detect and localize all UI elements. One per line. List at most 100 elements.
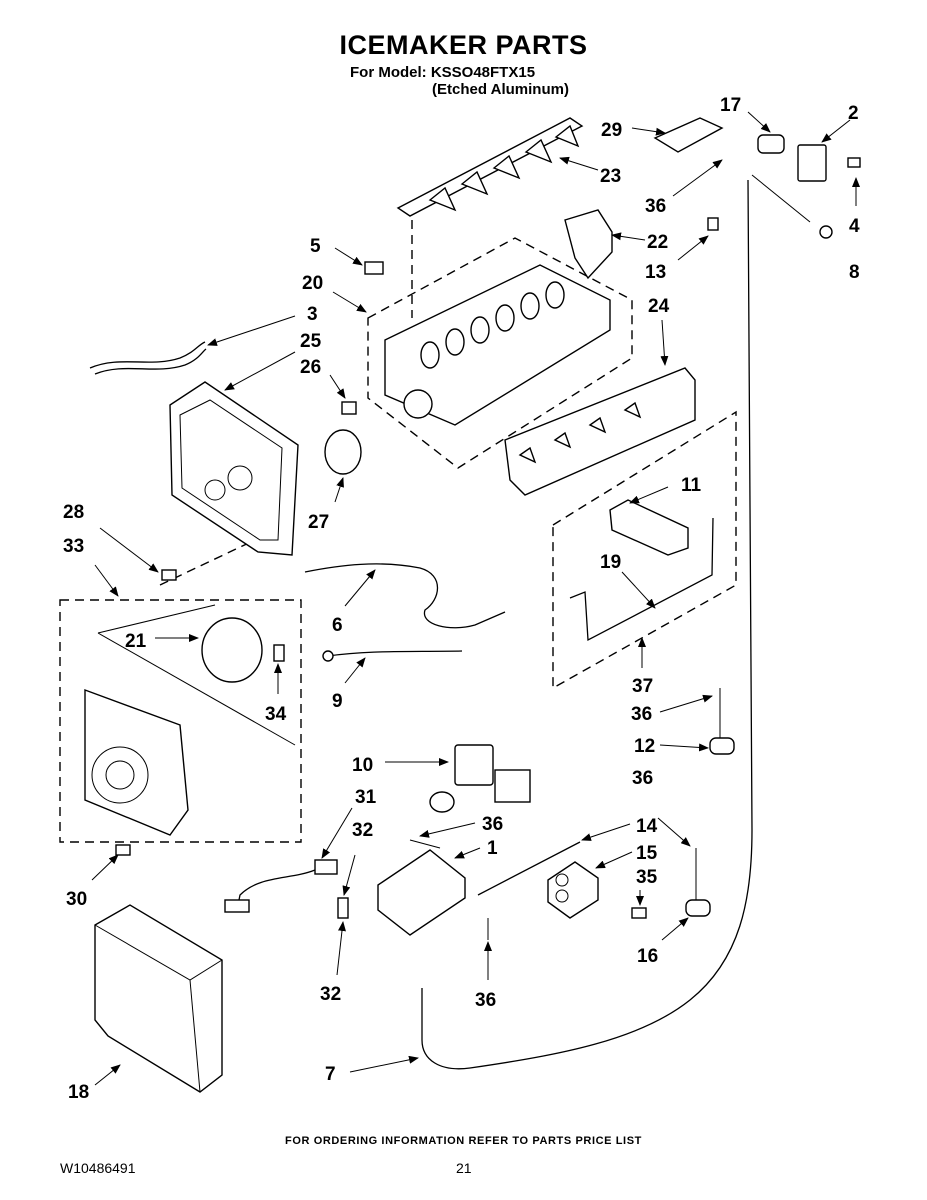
stripper-part-24 <box>504 367 696 496</box>
clamp-part-12 <box>709 737 735 755</box>
tube-part-9 <box>327 650 463 657</box>
callout-16: 16 <box>637 946 658 967</box>
callout-32: 32 <box>320 984 341 1005</box>
callout-8: 8 <box>849 262 860 283</box>
valve-part-10 <box>429 744 531 813</box>
switch-part-26 <box>341 401 357 415</box>
callout-26: 26 <box>300 357 321 378</box>
leader-14 <box>581 823 631 841</box>
cover-part-18 <box>94 904 223 1093</box>
assembly-box-20 <box>367 237 633 469</box>
leader-17 <box>747 111 771 133</box>
page-title: ICEMAKER PARTS <box>339 30 588 60</box>
callout-36: 36 <box>482 814 503 835</box>
leader-29 <box>631 127 666 136</box>
page-number: 21 <box>456 1160 472 1176</box>
callout-36: 36 <box>631 704 652 725</box>
leader-36a <box>672 159 723 197</box>
leader-3 <box>207 315 296 346</box>
leader-1 <box>454 847 481 859</box>
leader-26 <box>329 374 346 399</box>
document-number: W10486491 <box>60 1160 136 1176</box>
leader-18 <box>94 1064 121 1086</box>
motor-part-27 <box>324 429 362 475</box>
callout-5: 5 <box>310 236 321 257</box>
bracket-part-29 <box>653 117 724 153</box>
leader-36c <box>419 822 476 838</box>
thermostat-part-13 <box>707 217 719 231</box>
leader-28 <box>99 527 159 573</box>
leader-2 <box>821 119 851 143</box>
wire-harness-part-3 <box>89 341 206 369</box>
model-line: For Model: KSSO48FTX15 <box>350 64 536 81</box>
arm-part-19 <box>569 517 714 642</box>
leader-27 <box>334 477 344 503</box>
screw-part-4 <box>847 157 861 168</box>
leader-32b <box>336 921 346 976</box>
leader-11 <box>629 486 669 504</box>
callout-4: 4 <box>849 216 860 237</box>
callout-20: 20 <box>302 273 323 294</box>
ordering-note: FOR ORDERING INFORMATION REFER TO PARTS … <box>285 1135 642 1147</box>
callout-33: 33 <box>63 536 84 557</box>
leader-5 <box>334 247 363 266</box>
finish-line: (Etched Aluminum) <box>432 81 569 98</box>
module-part-33 <box>84 604 296 836</box>
clamp-part-15 <box>547 861 599 919</box>
leader-13 <box>677 235 709 261</box>
screw-part-34 <box>273 644 285 662</box>
callout-19: 19 <box>600 552 621 573</box>
callout-12: 12 <box>634 736 655 757</box>
callout-36: 36 <box>645 196 666 217</box>
callout-35: 35 <box>636 867 658 888</box>
callout-13: 13 <box>645 262 666 283</box>
screw-part-36c <box>409 839 441 849</box>
leader-23 <box>559 156 599 171</box>
callout-1: 1 <box>487 838 498 859</box>
shield-part-22 <box>564 209 613 280</box>
leader-19 <box>621 571 656 609</box>
callout-29: 29 <box>601 120 622 141</box>
heater-part-6 <box>304 563 506 629</box>
connector-part-31 <box>314 859 338 875</box>
clamp-part-16 <box>685 899 711 917</box>
bracket-part-1 <box>377 849 466 936</box>
leader-36d <box>657 817 691 847</box>
callout-31: 31 <box>355 787 377 808</box>
leader-22 <box>611 232 646 241</box>
callout-6: 6 <box>332 615 343 636</box>
callout-23: 23 <box>600 166 621 187</box>
leader-6 <box>344 569 376 607</box>
callout-18: 18 <box>68 1082 89 1103</box>
leader-30 <box>91 854 119 881</box>
callout-28: 28 <box>63 502 84 523</box>
callout-7: 7 <box>325 1064 336 1085</box>
screw-part-30 <box>115 844 131 856</box>
housing-part-25 <box>169 381 299 556</box>
callout-34: 34 <box>265 704 287 725</box>
leader-7 <box>349 1055 419 1073</box>
callout-27: 27 <box>308 512 329 533</box>
fill-tube-part-7 <box>421 179 753 1070</box>
screw-part-35 <box>631 907 647 919</box>
leader-36b <box>659 694 713 713</box>
leader-32a <box>342 854 356 896</box>
callout-15: 15 <box>636 843 658 864</box>
callout-11: 11 <box>681 475 702 496</box>
callout-30: 30 <box>66 889 87 910</box>
leader-9 <box>344 657 366 684</box>
leader-20 <box>332 291 367 313</box>
callout-2: 2 <box>848 103 859 124</box>
callout-14: 14 <box>636 816 658 837</box>
callout-25: 25 <box>300 331 322 352</box>
callout-22: 22 <box>647 232 668 253</box>
callout-21: 21 <box>125 631 147 652</box>
callout-36: 36 <box>475 990 496 1011</box>
callout-37: 37 <box>632 676 653 697</box>
callout-36: 36 <box>632 768 653 789</box>
leader-31 <box>321 807 353 859</box>
leader-12 <box>659 743 709 752</box>
leader-33 <box>94 564 119 597</box>
plate-part-11 <box>609 499 689 556</box>
callout-32: 32 <box>352 820 373 841</box>
